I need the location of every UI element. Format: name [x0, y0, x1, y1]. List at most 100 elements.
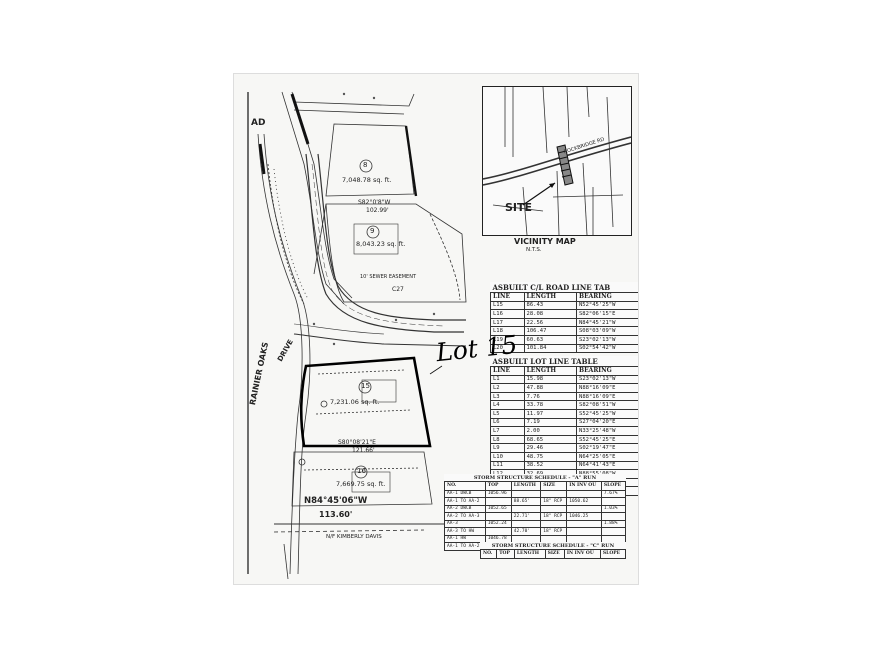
table-title: STORM STRUCTURE SCHEDULE - "C" RUN — [491, 542, 615, 549]
table-cell: L2 — [490, 383, 525, 393]
table-cell — [540, 504, 568, 514]
table-cell: S08°03'09"W — [576, 326, 638, 336]
table-header: NO. — [444, 481, 486, 491]
table-header: LINE — [490, 292, 525, 302]
table-cell: 1056.96 — [484, 489, 512, 499]
table-title: ASBUILT C/L ROAD LINE TAB — [492, 282, 611, 292]
table-header: TOP — [484, 481, 512, 491]
table-cell: L8 — [490, 434, 525, 445]
table-header: LINE — [490, 366, 525, 376]
lot-15-number: 15 — [361, 382, 370, 390]
table-cell: 18" RCP — [540, 497, 568, 506]
table-cell — [566, 519, 602, 529]
table-header: BEARING — [576, 366, 638, 376]
table-cell: 1046.25 — [566, 512, 602, 521]
table-cell: 88.65' — [510, 497, 542, 506]
table-header: IN INV OU — [566, 481, 602, 491]
table-cell: N88°16'09"E — [576, 383, 638, 393]
table-cell — [566, 527, 602, 536]
table-cell: 86.43 — [523, 300, 578, 311]
plat-drawing — [247, 91, 467, 580]
table-cell: 1.88% — [600, 519, 627, 529]
table-cell — [510, 489, 542, 499]
table-cell — [510, 519, 542, 529]
table-cell: L16 — [490, 309, 525, 319]
table-cell: N64°41'43"E — [576, 460, 638, 471]
table-cell: 48.75 — [523, 451, 578, 462]
table-cell — [510, 504, 542, 514]
table-cell: 60.63 — [523, 334, 578, 345]
table-cell: L5 — [490, 408, 525, 419]
table-cell — [540, 519, 568, 529]
table-cell: S82°08'51"W — [576, 400, 638, 410]
easement-label: 10' SEWER EASEMENT — [360, 274, 417, 280]
table-cell: 15.98 — [523, 374, 578, 385]
table-cell: S02°54'42"W — [576, 343, 638, 354]
table-cell: 7.76 — [523, 391, 578, 402]
table-cell: L3 — [490, 391, 525, 402]
table-cell: 1052.24 — [484, 519, 512, 529]
table-cell: L4 — [490, 400, 525, 410]
plat-sheet: AD RAINIER OAKS DRIVE 8 7,048.78 sq. ft.… — [233, 73, 639, 585]
table-header: TOP — [496, 549, 515, 559]
table-cell: L11 — [490, 460, 525, 471]
table-cell: N64°25'05"E — [576, 451, 638, 462]
corner-label: AD — [251, 118, 266, 128]
table-cell — [484, 527, 512, 536]
table-cell: 18" RCP — [540, 527, 568, 536]
table-header: IN INV OU — [563, 549, 601, 559]
distance-label: 113.60' — [319, 510, 353, 519]
table-cell: S27°04'20"E — [576, 417, 638, 428]
table-cell: L15 — [490, 300, 525, 311]
table-cell: 29.46 — [523, 443, 578, 453]
table-row: AA-3 TO HW 42.70'18" RCP — [444, 527, 627, 536]
table-cell — [600, 497, 627, 506]
table-title: STORM STRUCTURE SCHEDULE - "A" RUN — [473, 474, 597, 481]
table-cell: 42.70' — [510, 527, 542, 536]
table-cell — [566, 504, 602, 514]
table-cell: S52°45'25"W — [576, 408, 638, 419]
table-header: SLOPE — [599, 549, 627, 559]
table-cell: AA-3 TO HW — [444, 527, 486, 536]
storm-schedule-c: STORM STRUCTURE SCHEDULE - "C" RUN NO.TO… — [479, 542, 627, 559]
table-cell: 22.71' — [510, 512, 542, 521]
lot-8-area: 7,048.78 sq. ft. — [342, 176, 392, 184]
lot-9-area: 8,043.23 sq. ft. — [356, 240, 406, 248]
table-cell: 33.78 — [523, 400, 578, 410]
lot-16-area: 7,669.75 sq. ft. — [336, 480, 386, 488]
table-cell: 2.00 — [523, 426, 578, 436]
bearing-label: N84°45'06"W — [304, 496, 368, 506]
bearing-label: S82°0'8"W — [358, 199, 391, 206]
table-cell — [600, 512, 627, 521]
table-cell: 1.03% — [600, 504, 627, 514]
table-cell: 28.08 — [523, 309, 578, 319]
table-cell: AA-1 DWCB — [444, 489, 486, 499]
table-cell: L6 — [490, 417, 525, 428]
table-cell: S52°45'25"E — [576, 434, 638, 445]
table-cell: 1052.65 — [484, 504, 512, 514]
table-cell: AA-2 TO AA-3 — [444, 512, 486, 521]
table-cell: L1 — [490, 374, 525, 385]
table-header: LENGTH — [513, 549, 546, 559]
table-header: SIZE — [544, 549, 565, 559]
owner-label: N/F KIMBERLY DAVIS — [326, 534, 382, 540]
lot-15-area: 7,231.06 sq. ft. — [330, 398, 380, 406]
table-cell: 106.47 — [523, 326, 578, 336]
table-cell: L7 — [490, 426, 525, 436]
table-cell: S23°02'13"W — [576, 334, 638, 345]
table-cell: N52°45'25"W — [576, 300, 638, 311]
